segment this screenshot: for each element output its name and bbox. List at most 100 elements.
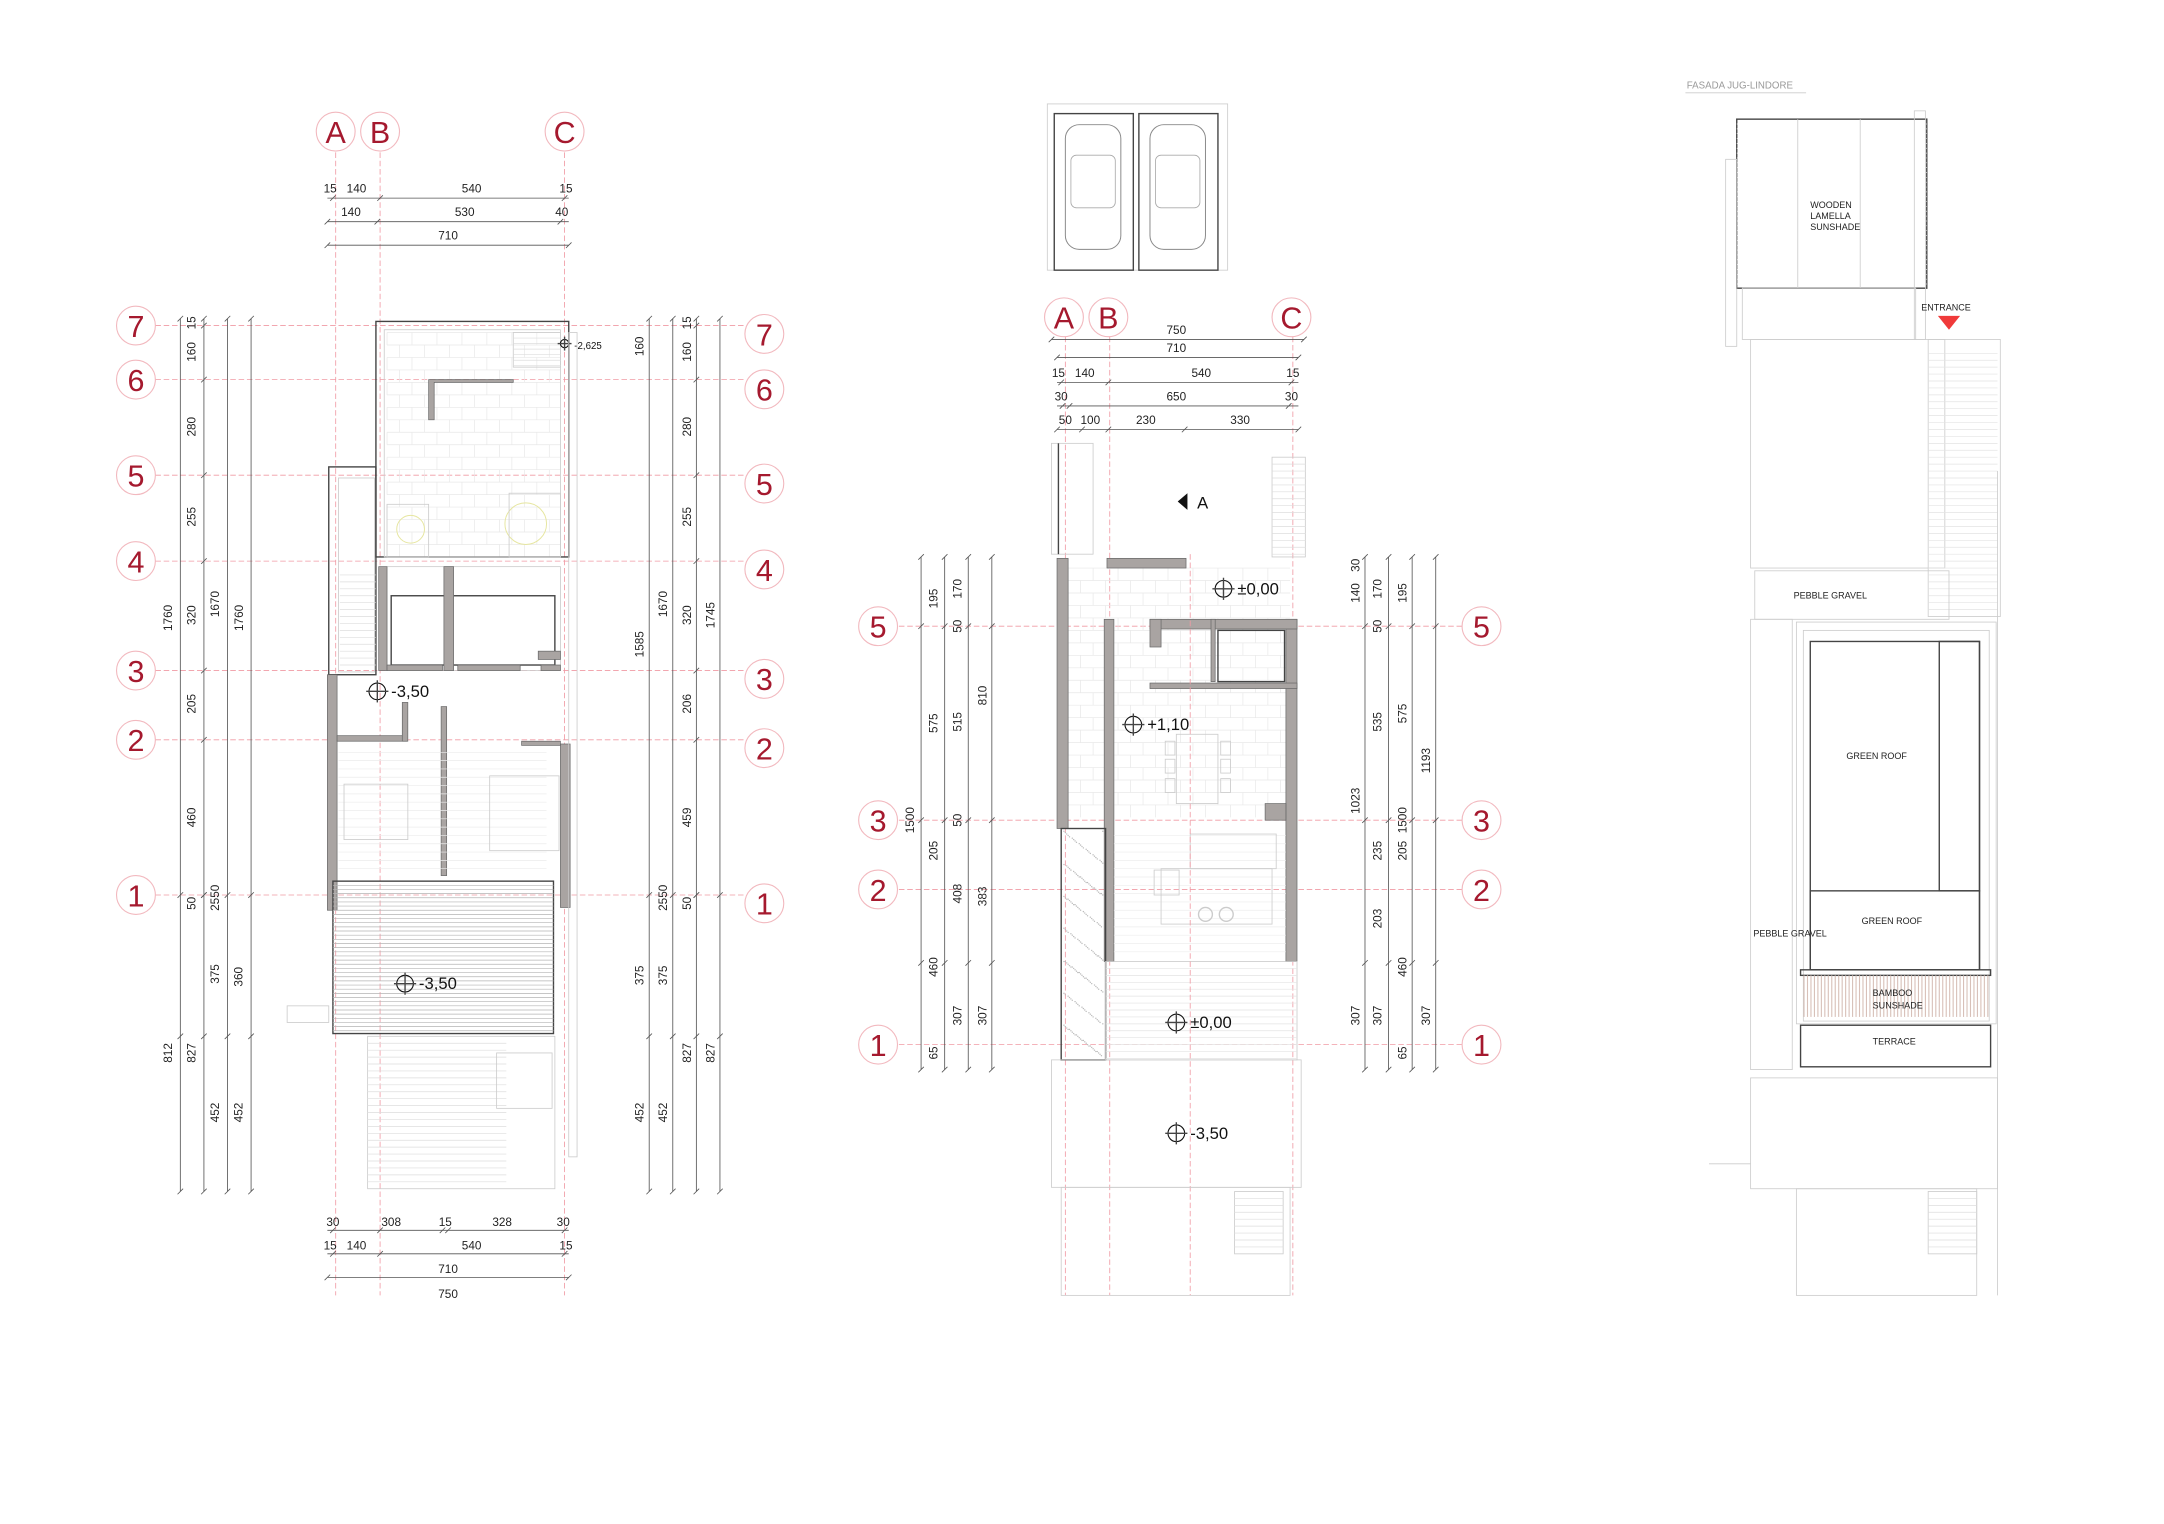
green-roof-label: GREEN ROOF: [1846, 751, 1907, 761]
dimension-value: 50: [1372, 619, 1385, 633]
gravel-dot: [1088, 1045, 1090, 1047]
gravel-dot: [1071, 934, 1073, 936]
dimension-tick: [1432, 817, 1439, 824]
gravel-dot: [1077, 1003, 1079, 1006]
bed: [343, 783, 409, 841]
dimension-tick: [646, 315, 653, 322]
dimension-value: 710: [438, 1263, 458, 1276]
gravel-dot: [1082, 1039, 1085, 1042]
gravel-dot: [1063, 895, 1065, 898]
grid-row-right-label: 7: [756, 318, 773, 352]
dimension-value: 280: [681, 416, 694, 436]
terrace-label: TERRACE: [1873, 1037, 1916, 1047]
wall: [537, 650, 561, 660]
wall: [336, 735, 407, 742]
gravel-dot: [1099, 924, 1101, 927]
gravel-dot: [1072, 870, 1075, 873]
gravel-dot: [1079, 1038, 1082, 1040]
dimension-tick: [324, 218, 331, 225]
dimension-tick: [1385, 553, 1392, 561]
wall: [1149, 682, 1298, 689]
dimension-value: 170: [951, 579, 964, 599]
wall: [378, 566, 388, 671]
dimension-tick: [1432, 553, 1439, 561]
gravel-dot: [1078, 1037, 1080, 1039]
grid-row-left-bubble: [858, 800, 899, 841]
dimension-tick: [561, 1227, 568, 1234]
gravel-dot: [1100, 892, 1103, 895]
gravel-dot: [1086, 1043, 1089, 1046]
dimension-tick: [693, 376, 700, 383]
dimension-value: 710: [1167, 342, 1187, 355]
dimension-value: 140: [347, 1240, 367, 1253]
dimension-tick: [988, 623, 995, 630]
gravel-dot: [1102, 991, 1104, 993]
dimension-tick: [669, 1188, 676, 1195]
grid-column-C-label: C: [1280, 302, 1302, 336]
grid-row-left-label: 5: [127, 460, 144, 494]
dimension-tick: [1361, 623, 1369, 630]
gravel-dot: [1088, 980, 1090, 982]
terrace-deck-lines: [332, 884, 554, 1032]
gravel-dot: [1079, 941, 1082, 943]
dimension-value: 1023: [1349, 787, 1362, 814]
rug: [1160, 868, 1273, 925]
dimension-value: 383: [976, 886, 989, 906]
gravel-dot: [1093, 855, 1096, 857]
grid-row-right-bubble: [744, 883, 785, 924]
grid-column-A-bubble: [1043, 297, 1084, 338]
dimension-value: 15: [559, 1240, 573, 1253]
dimension-tick: [177, 1188, 184, 1195]
dimension-tick: [941, 623, 948, 630]
stair-treads: [513, 337, 561, 367]
gravel-dot: [1067, 963, 1069, 965]
gravel-dot: [1066, 1027, 1068, 1029]
gravel-dot: [1066, 962, 1068, 964]
grid-row-right-label: 5: [756, 468, 773, 502]
level-label: ±0,00: [1237, 579, 1279, 598]
gravel-dot: [1102, 1023, 1104, 1025]
grid-row-right-label: 6: [756, 374, 773, 408]
gravel-dot: [1067, 995, 1069, 997]
gravel-dot: [1099, 859, 1101, 862]
grid-row-right-bubble: [744, 313, 785, 354]
dimension-tick: [669, 315, 676, 322]
dimension-value: 50: [951, 813, 964, 827]
gravel-dot: [1096, 987, 1098, 989]
dimension-tick: [646, 1188, 653, 1195]
fixture: [504, 502, 548, 545]
dimension-value: 65: [1397, 1046, 1410, 1060]
dimension-tick: [669, 891, 676, 899]
gravel-dot: [1102, 830, 1104, 832]
gravel-dot: [1081, 845, 1083, 848]
grid-column-A-bubble: [315, 111, 356, 152]
grid-column-B-label: B: [1098, 302, 1118, 336]
gravel-dot: [1085, 881, 1087, 884]
gravel-dot: [1085, 977, 1087, 979]
dimension-value: 15: [186, 316, 199, 330]
gravel-dot: [1066, 833, 1068, 835]
chair: [1220, 758, 1231, 774]
dimension-value: 50: [1059, 414, 1073, 427]
wall: [1210, 618, 1216, 682]
lamella-slats: [1736, 123, 1927, 285]
car-roof: [1070, 154, 1116, 209]
gravel-dot: [1086, 881, 1089, 884]
gravel-dot: [1091, 949, 1093, 952]
gravel-dot: [1070, 933, 1072, 935]
dimension-tick: [693, 558, 700, 565]
dimension-tick: [324, 242, 331, 249]
gravel-dot: [1100, 926, 1103, 928]
car-icon: [1149, 124, 1206, 250]
gravel-dot: [1091, 1046, 1093, 1049]
dimension-value: 460: [1397, 957, 1410, 977]
gravel-dot: [1068, 899, 1071, 902]
walkway: [1051, 442, 1094, 555]
gravel-dot: [1071, 966, 1073, 968]
dimension-tick: [200, 376, 207, 383]
dimension-tick: [669, 1033, 676, 1040]
dimension-tick: [1409, 623, 1416, 630]
dimension-tick: [965, 959, 972, 966]
dimension-tick: [329, 1227, 336, 1234]
